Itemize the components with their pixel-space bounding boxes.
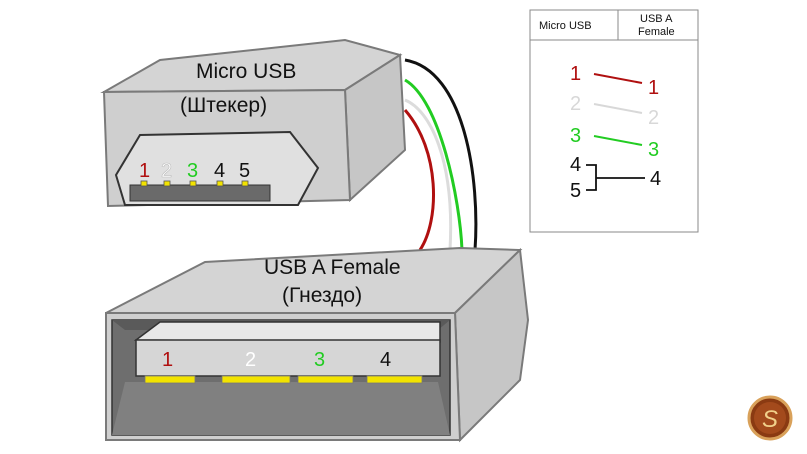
usb-a-floor: [112, 382, 450, 435]
micro-usb-pin-labels: 1 2 3 4 5: [139, 160, 250, 183]
micro-usb-pin-2: [163, 180, 171, 187]
legend-row1-to: 1: [648, 77, 659, 99]
usb-a-subtitle: (Гнездо): [282, 284, 362, 307]
micro-usb-pin-label-4: 4: [214, 160, 225, 182]
legend-row3-to: 3: [648, 139, 659, 161]
wire-white: [404, 98, 453, 251]
wire-red: [403, 109, 435, 251]
usb-a-pin-labels: 1 2 3 4: [162, 349, 391, 371]
legend-frame: [529, 9, 699, 233]
pinout-legend: Micro USB USB A Female 1 1 2 2 3 3 4 5 4: [529, 9, 699, 233]
micro-usb-title: Micro USB: [196, 60, 296, 83]
usb-a-pin-label-3: 3: [314, 349, 325, 371]
wires: [403, 58, 478, 251]
micro-usb-pin-label-5: 5: [239, 160, 250, 182]
usb-a-pin-3: [297, 375, 354, 384]
legend-col-right-line1: USB A: [640, 13, 673, 25]
micro-usb-pins: [140, 180, 249, 187]
usb-a-pin-label-4: 4: [380, 349, 391, 371]
usb-a-socket: 1 2 3 4 USB A Female (Гнездо): [105, 246, 530, 443]
micro-usb-pin-label-2: 2: [161, 160, 172, 182]
micro-usb-pin-4: [216, 180, 224, 187]
micro-usb-pin-1: [140, 180, 148, 187]
micro-usb-pin-label-3: 3: [187, 160, 198, 182]
micro-usb-plug: 1 2 3 4 5 Micro USB (Штекер): [100, 38, 407, 208]
micro-usb-subtitle: (Штекер): [180, 94, 267, 117]
usb-a-title: USB A Female: [264, 256, 401, 279]
wire-green: [404, 78, 464, 251]
legend-row4-from-a: 4: [570, 154, 581, 176]
legend-row3-from: 3: [570, 125, 581, 147]
legend-row2-from: 2: [570, 93, 581, 115]
legend-col-right-line2: Female: [638, 26, 675, 38]
usb-a-pin-2: [221, 375, 291, 384]
wire-black: [404, 58, 478, 251]
usb-a-pin-1: [144, 375, 196, 384]
micro-usb-pin-5: [241, 180, 249, 187]
usb-a-pin-label-2: 2: [245, 349, 256, 371]
legend-row1-from: 1: [570, 63, 581, 85]
legend-row4-to: 4: [650, 168, 661, 190]
logo-badge-icon: S: [747, 395, 793, 441]
usb-a-pin-label-1: 1: [162, 349, 173, 371]
legend-row2-line: [593, 103, 643, 114]
legend-row4-from-b: 5: [570, 180, 581, 202]
legend-row3-line: [593, 135, 643, 146]
legend-row2-to: 2: [648, 107, 659, 129]
micro-usb-pin-3: [189, 180, 197, 187]
legend-row4-bracket: [586, 164, 645, 191]
usb-a-pins: [144, 375, 423, 384]
usb-a-pin-4: [366, 375, 423, 384]
legend-col-left: Micro USB: [539, 20, 592, 32]
legend-row1-line: [593, 73, 643, 84]
usb-a-tongue: [133, 321, 441, 377]
logo-badge-letter: S: [762, 406, 778, 433]
micro-usb-slot: [129, 184, 271, 202]
micro-usb-pin-label-1: 1: [139, 160, 150, 182]
